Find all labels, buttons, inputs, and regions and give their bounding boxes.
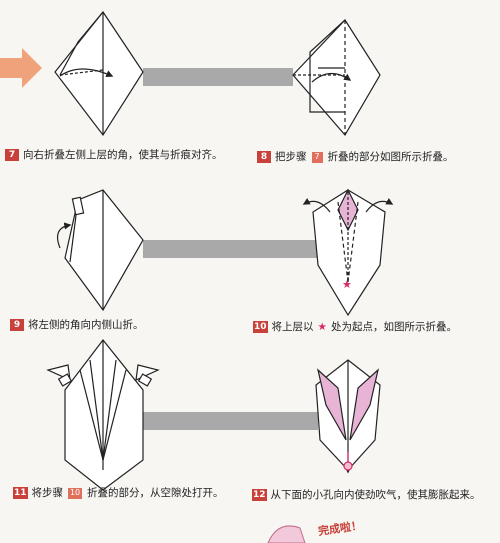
connector-bar	[143, 412, 318, 430]
step-reference-badge: 7	[311, 151, 323, 163]
step-8-diagram	[292, 19, 381, 137]
step-text-post: 折叠的部分如图所示折叠。	[327, 151, 454, 163]
step-8-caption: 8 把步骤 7 折叠的部分如图所示折叠。	[257, 150, 454, 164]
star-icon: ★	[317, 321, 327, 333]
step-7-diagram	[54, 10, 144, 137]
step-text-pre: 将步骤	[31, 487, 64, 499]
step-10-caption: 10 将上层以★处为起点，如图所示折叠。	[253, 320, 457, 334]
orange-arrow-icon	[0, 48, 42, 88]
step-number-badge: 12	[252, 489, 267, 501]
step-11-diagram	[46, 339, 160, 491]
step-9-caption: 9 将左侧的角向内侧山折。	[10, 318, 144, 332]
step-9-diagram	[57, 189, 144, 312]
step-10-diagram	[302, 188, 394, 317]
step-number-badge: 11	[13, 487, 28, 499]
step-12-caption: 12 从下面的小孔向内使劲吹气，使其膨胀起来。	[252, 488, 481, 502]
finished-model-peek	[267, 525, 306, 543]
connector-bar	[143, 68, 293, 86]
step-reference-badge: 10	[68, 487, 83, 499]
start-star-icon: ★	[342, 278, 352, 291]
step-text-pre: 将上层以	[271, 321, 314, 333]
step-number-badge: 9	[10, 319, 24, 331]
step-text-pre: 把步骤	[275, 151, 307, 163]
step-text: 将左侧的角向内侧山折。	[28, 319, 144, 331]
step-number-badge: 10	[253, 321, 268, 333]
step-7-caption: 7 向右折叠左侧上层的角，使其与折痕对齐。	[5, 148, 223, 162]
step-text: 向右折叠左侧上层的角，使其与折痕对齐。	[23, 149, 223, 161]
step-text-post: 折叠的部分，从空隙处打开。	[87, 487, 224, 499]
step-text-post: 处为起点，如图所示折叠。	[330, 321, 457, 333]
step-number-badge: 8	[257, 151, 271, 163]
step-12-diagram	[315, 359, 381, 474]
step-text: 从下面的小孔向内使劲吹气，使其膨胀起来。	[270, 489, 481, 501]
step-11-caption: 11 将步骤 10 折叠的部分，从空隙处打开。	[13, 486, 224, 500]
step-number-badge: 7	[5, 149, 19, 161]
connector-bar	[143, 240, 318, 258]
